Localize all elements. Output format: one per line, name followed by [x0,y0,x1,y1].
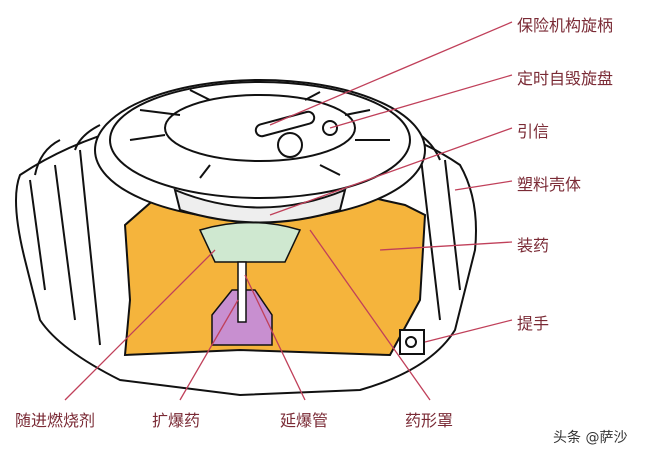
label-booster: 扩爆药 [152,411,201,430]
label-plastic-casing: 塑料壳体 [517,175,582,194]
label-charge: 装药 [517,236,550,255]
shaped-charge-liner [198,221,302,263]
delay-detonator-tube [237,261,247,323]
carry-handle [399,329,425,355]
label-liner: 药形罩 [405,411,454,430]
label-safety-handle: 保险机构旋柄 [517,16,614,35]
watermark: 头条 @萨沙 [553,430,628,446]
label-self-destruct-dial: 定时自毁旋盘 [517,69,614,88]
label-handle: 提手 [517,314,550,333]
label-incendiary: 随进燃烧剂 [15,411,96,430]
label-delay-detonator: 延爆管 [280,411,329,430]
label-fuze: 引信 [517,122,550,141]
self-destruct-dial [94,79,426,224]
leader-lines [64,21,513,401]
